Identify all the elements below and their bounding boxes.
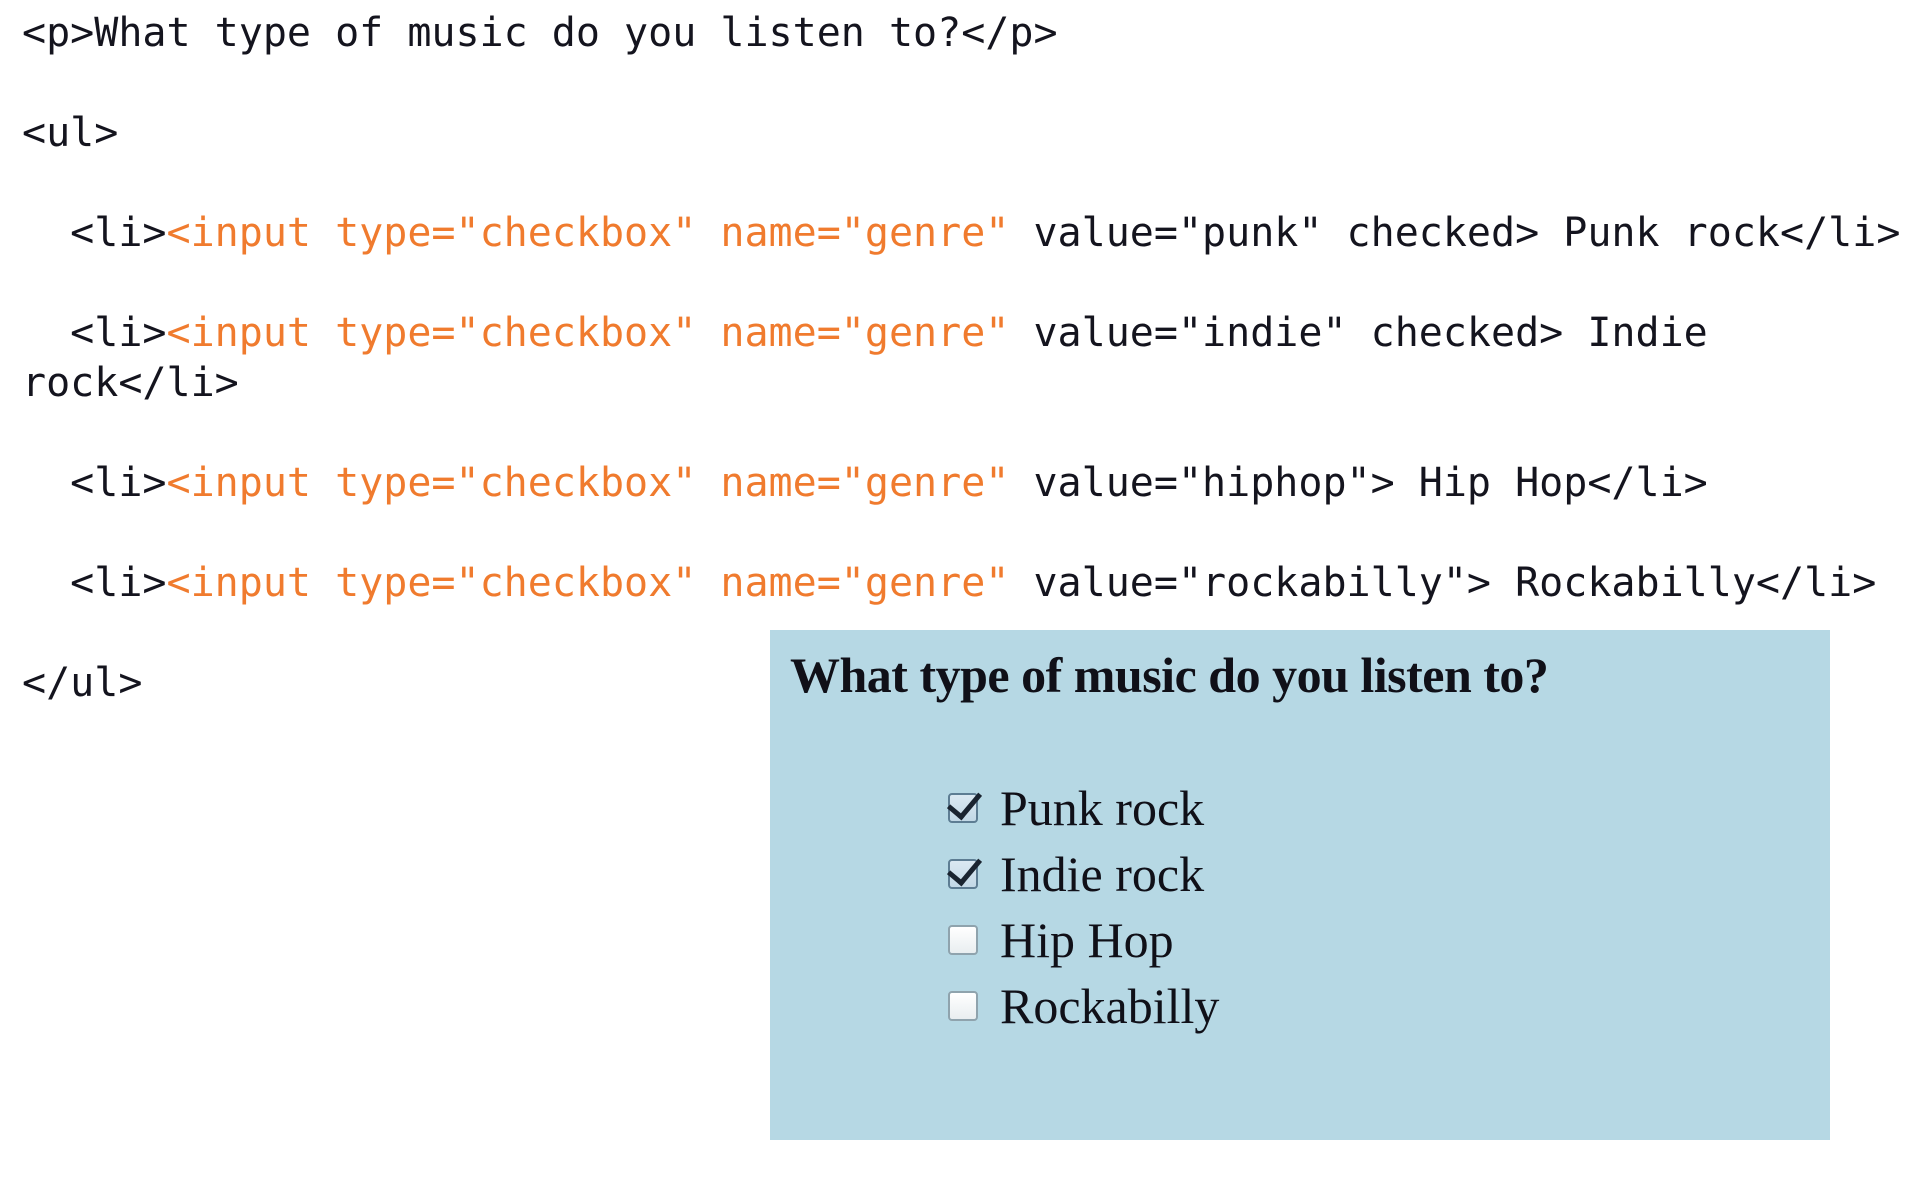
code-token-text: value="indie" checked> Indie rock</li> bbox=[22, 310, 1732, 406]
code-token-text: <li> bbox=[22, 560, 167, 606]
checkbox-checked-icon[interactable] bbox=[948, 859, 978, 889]
genre-option-row[interactable]: Hip Hop bbox=[948, 907, 1219, 973]
code-token-tag: <input type="checkbox" name="genre" bbox=[166, 560, 1010, 606]
genre-option-row[interactable]: Indie rock bbox=[948, 841, 1219, 907]
code-line: <li><input type="checkbox" name="genre" … bbox=[22, 458, 1902, 508]
preview-question-heading: What type of music do you listen to? bbox=[790, 647, 1549, 703]
code-token-text: value="punk" checked> Punk rock</li> bbox=[1009, 210, 1901, 256]
checkbox-unchecked-icon[interactable] bbox=[948, 925, 978, 955]
checkbox-checked-icon[interactable] bbox=[948, 793, 978, 823]
genre-option-row[interactable]: Rockabilly bbox=[948, 973, 1219, 1039]
code-token-text: <li> bbox=[22, 310, 167, 356]
code-line: <li><input type="checkbox" name="genre" … bbox=[22, 308, 1902, 408]
code-token-tag: <input type="checkbox" name="genre" bbox=[166, 460, 1010, 506]
code-token-text: <li> bbox=[22, 460, 167, 506]
code-token-text: <li> bbox=[22, 210, 167, 256]
code-token-text: value="rockabilly"> Rockabilly</li> bbox=[1009, 560, 1877, 606]
code-token-tag: <input type="checkbox" name="genre" bbox=[166, 310, 1010, 356]
genre-option-label: Rockabilly bbox=[1000, 978, 1220, 1034]
code-token-tag: <input type="checkbox" name="genre" bbox=[166, 210, 1010, 256]
checkbox-unchecked-icon[interactable] bbox=[948, 991, 978, 1021]
code-token-text: <p>What type of music do you listen to?<… bbox=[22, 10, 1058, 56]
genre-option-row[interactable]: Punk rock bbox=[948, 775, 1219, 841]
code-token-text: </ul> bbox=[22, 660, 143, 706]
rendered-form-preview-panel: What type of music do you listen to? Pun… bbox=[770, 630, 1830, 1140]
code-line: <p>What type of music do you listen to?<… bbox=[22, 8, 1902, 58]
code-token-text: <ul> bbox=[22, 110, 119, 156]
genre-option-label: Punk rock bbox=[1000, 780, 1205, 836]
genre-option-label: Hip Hop bbox=[1000, 912, 1174, 968]
html-source-code-block: <p>What type of music do you listen to?<… bbox=[22, 8, 1902, 708]
code-line: <li><input type="checkbox" name="genre" … bbox=[22, 208, 1902, 258]
code-line: <li><input type="checkbox" name="genre" … bbox=[22, 558, 1902, 608]
code-token-text: value="hiphop"> Hip Hop</li> bbox=[1009, 460, 1708, 506]
code-line: </ul> bbox=[22, 658, 1902, 708]
genre-option-label: Indie rock bbox=[1000, 846, 1205, 902]
code-line: <ul> bbox=[22, 108, 1902, 158]
